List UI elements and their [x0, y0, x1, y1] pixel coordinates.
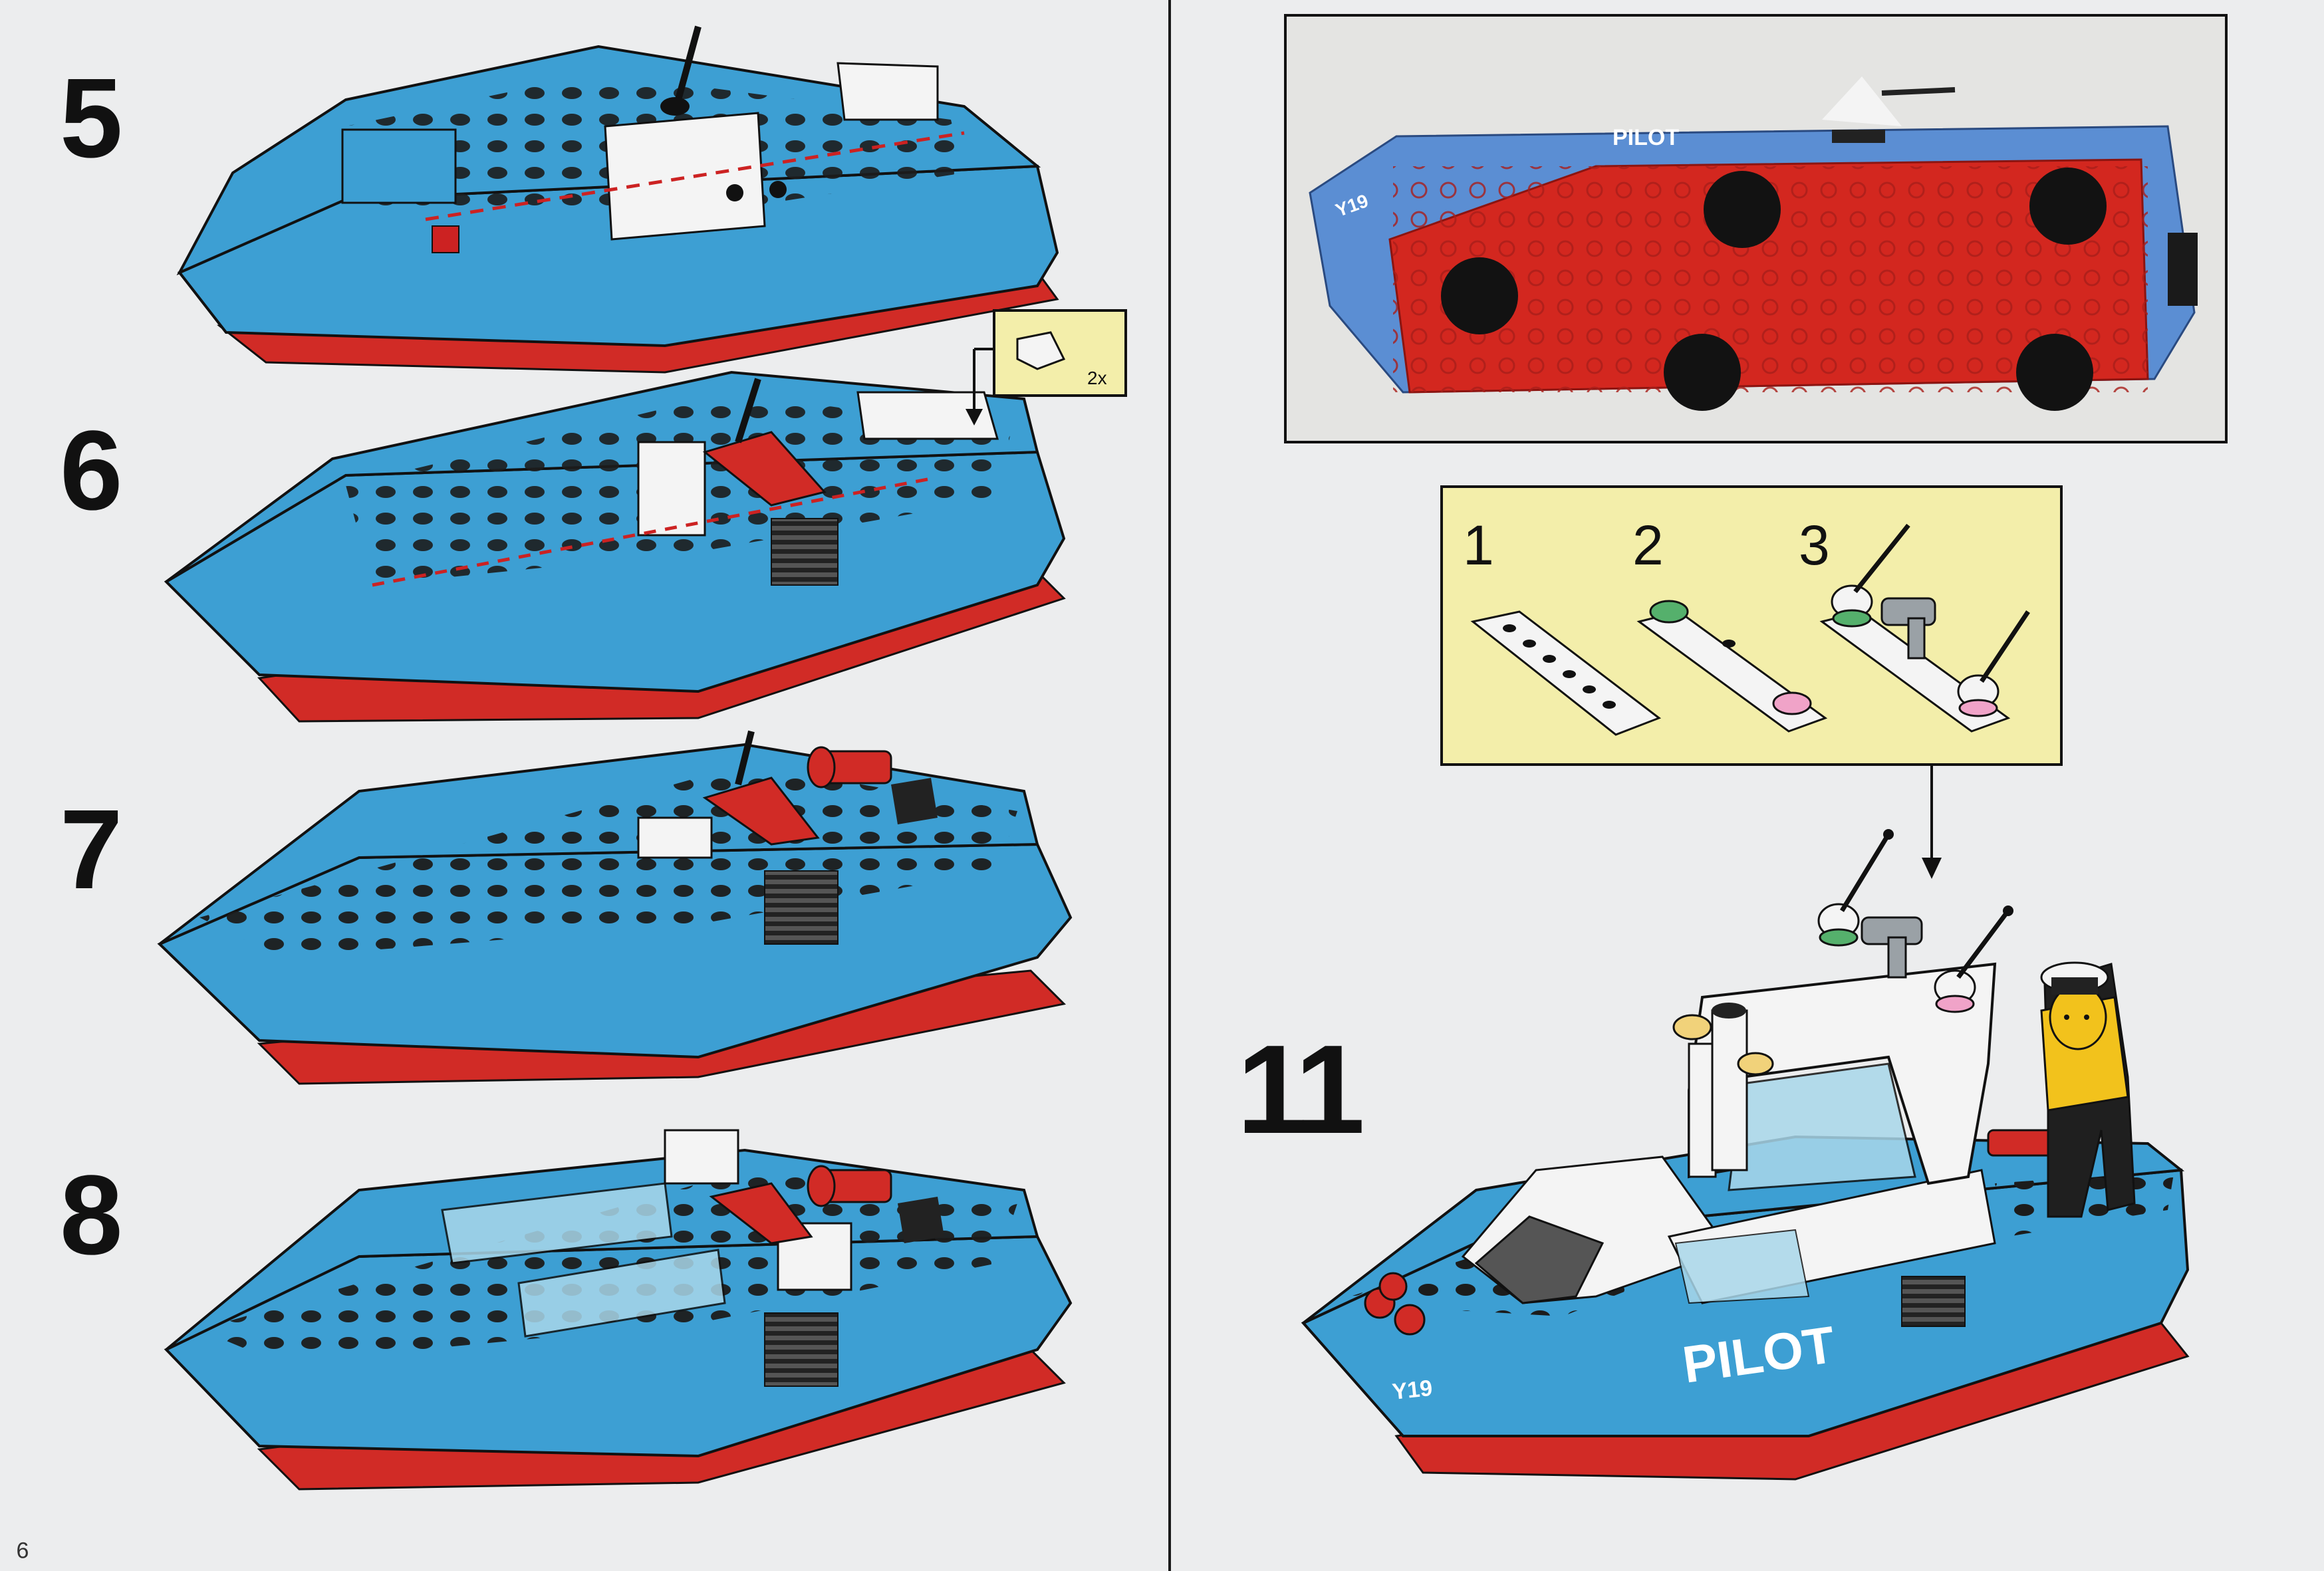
- substep-number-2: 2: [1632, 514, 1664, 576]
- step-8-boat: [164, 1129, 1073, 1491]
- step-11-boat: PILOT Y19: [1301, 829, 2190, 1481]
- underside-photo: PILOT Y19: [1284, 14, 2228, 443]
- step-7-boat: [157, 730, 1073, 1085]
- subassembly-callout: [1440, 485, 2063, 766]
- step-6-boat: [164, 349, 1066, 723]
- step-number-11: 11: [1237, 1019, 1365, 1160]
- substep-number-1: 1: [1463, 514, 1494, 576]
- page-divider: [1168, 0, 1171, 1571]
- step-number-6: 6: [60, 408, 123, 534]
- step-number-7: 7: [60, 786, 123, 913]
- callout-arrow-head: [1922, 858, 1942, 879]
- photo-pilot-text: PILOT: [1613, 125, 1679, 150]
- step-6-callout-count: 2x: [1087, 368, 1107, 388]
- step-number-8: 8: [60, 1152, 123, 1278]
- step-6-callout: [974, 309, 1127, 397]
- step-number-5: 5: [60, 55, 123, 181]
- substep-number-3: 3: [1799, 514, 1830, 576]
- step-5-boat: [176, 25, 1059, 374]
- step-11-code-text: Y19: [1391, 1376, 1434, 1405]
